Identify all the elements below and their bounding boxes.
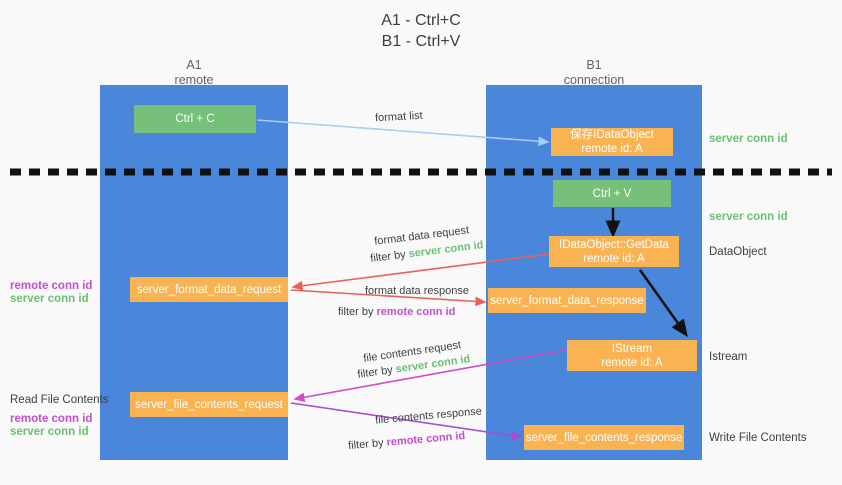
edge-label-format-data-response: format data response [365, 285, 469, 297]
column-header-a1-sub: remote [174, 73, 214, 87]
edge-label-file-contents-response-filter: filter by remote conn id [348, 429, 466, 453]
annotation-dataobject: DataObject [709, 246, 767, 258]
annotation-left-server-conn-id-1: server conn id [10, 293, 89, 305]
filter-value-remote-conn-id: remote conn id [386, 429, 466, 449]
box-server-file-contents-request[interactable]: server_file_contents_request [130, 392, 288, 417]
filter-prefix: filter by [338, 306, 377, 318]
box-ctrl-c[interactable]: Ctrl + C [134, 105, 256, 133]
filter-value-remote-conn-id: remote conn id [376, 306, 456, 318]
box-istream[interactable]: IStream remote id: A [567, 340, 697, 371]
column-header-a1: A1 remote [100, 58, 288, 88]
filter-prefix: filter by [347, 436, 388, 453]
box-istream-line1: IStream [611, 342, 653, 355]
filter-prefix: filter by [369, 248, 410, 265]
edge-label-format-data-response-filter: filter by remote conn id [338, 305, 455, 319]
filter-prefix: filter by [356, 363, 397, 381]
box-idataobject-getdata[interactable]: IDataObject::GetData remote id: A [549, 236, 679, 267]
box-save-idataobject-line1: 保存IDataObject [570, 129, 654, 141]
annotation-read-file-contents: Read File Contents [10, 394, 109, 406]
box-istream-line2: remote id: A [601, 356, 663, 369]
box-ctrl-v[interactable]: Ctrl + V [553, 180, 671, 207]
box-server-format-data-request[interactable]: server_format_data_request [130, 277, 288, 302]
annotation-server-conn-id-top: server conn id [709, 133, 788, 145]
column-header-a1-name: A1 [186, 58, 202, 72]
edge-label-format-list: format list [374, 109, 423, 125]
box-idataobject-getdata-line2: remote id: A [583, 252, 645, 265]
annotation-write-file-contents: Write File Contents [709, 432, 807, 444]
annotation-left-server-conn-id-2: server conn id [10, 426, 89, 438]
page-title: A1 - Ctrl+C B1 - Ctrl+V [381, 12, 461, 50]
box-server-file-contents-response[interactable]: server_file_contents_response [524, 425, 684, 450]
box-save-idataobject-line2: remote id: A [581, 143, 643, 155]
annotation-server-conn-id-mid: server conn id [709, 211, 788, 223]
annotation-istream: Istream [709, 351, 748, 363]
column-header-b1-sub: connection [563, 73, 625, 87]
edge-label-file-contents-response: file contents response [374, 405, 483, 427]
column-header-b1-name: B1 [586, 58, 602, 72]
box-server-format-data-response[interactable]: server_format_data_response [488, 288, 646, 313]
box-save-idataobject[interactable]: 保存IDataObject remote id: A [551, 128, 673, 156]
annotation-left-remote-conn-id-2: remote conn id [10, 413, 93, 425]
box-idataobject-getdata-line1: IDataObject::GetData [559, 238, 669, 251]
annotation-left-remote-conn-id-1: remote conn id [10, 280, 93, 292]
column-header-b1: B1 connection [486, 58, 702, 88]
